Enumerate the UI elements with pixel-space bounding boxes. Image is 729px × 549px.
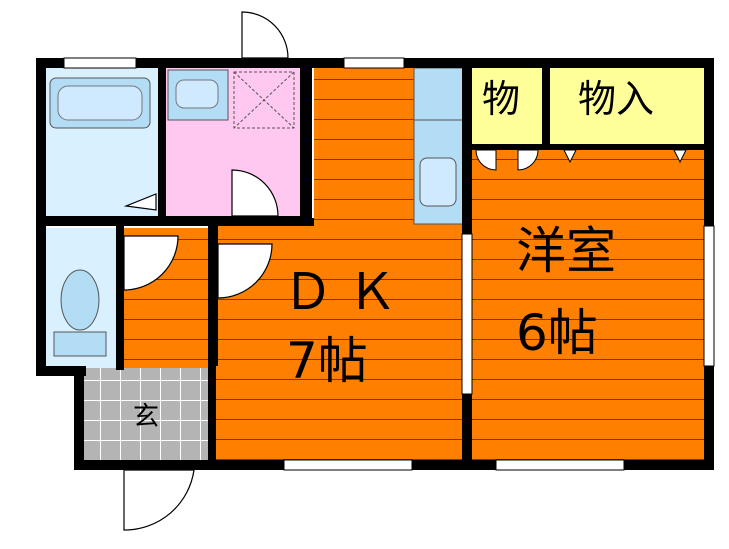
storage-small [472,68,542,146]
entrance-label: 玄 [133,402,160,432]
washroom [166,68,300,216]
dk-size-label: 7帖 [286,332,368,390]
storage-large-label: 物入 [578,77,655,121]
kitchen-sink-icon [419,157,457,207]
western-room-label: 洋室 [516,222,616,280]
western-room [472,146,706,462]
toilet [44,228,118,368]
windows [63,57,715,471]
western-room-size-label: 6帖 [516,304,598,362]
storage-small-label: 物 [482,77,521,121]
dining-kitchen [214,67,466,462]
bathroom [44,68,160,216]
storage-large [548,68,706,146]
entrance [82,368,210,462]
dk-label: ＤＫ [283,263,411,321]
toilet-icon [53,331,107,357]
storage-doors [475,149,687,171]
doors [123,11,289,531]
